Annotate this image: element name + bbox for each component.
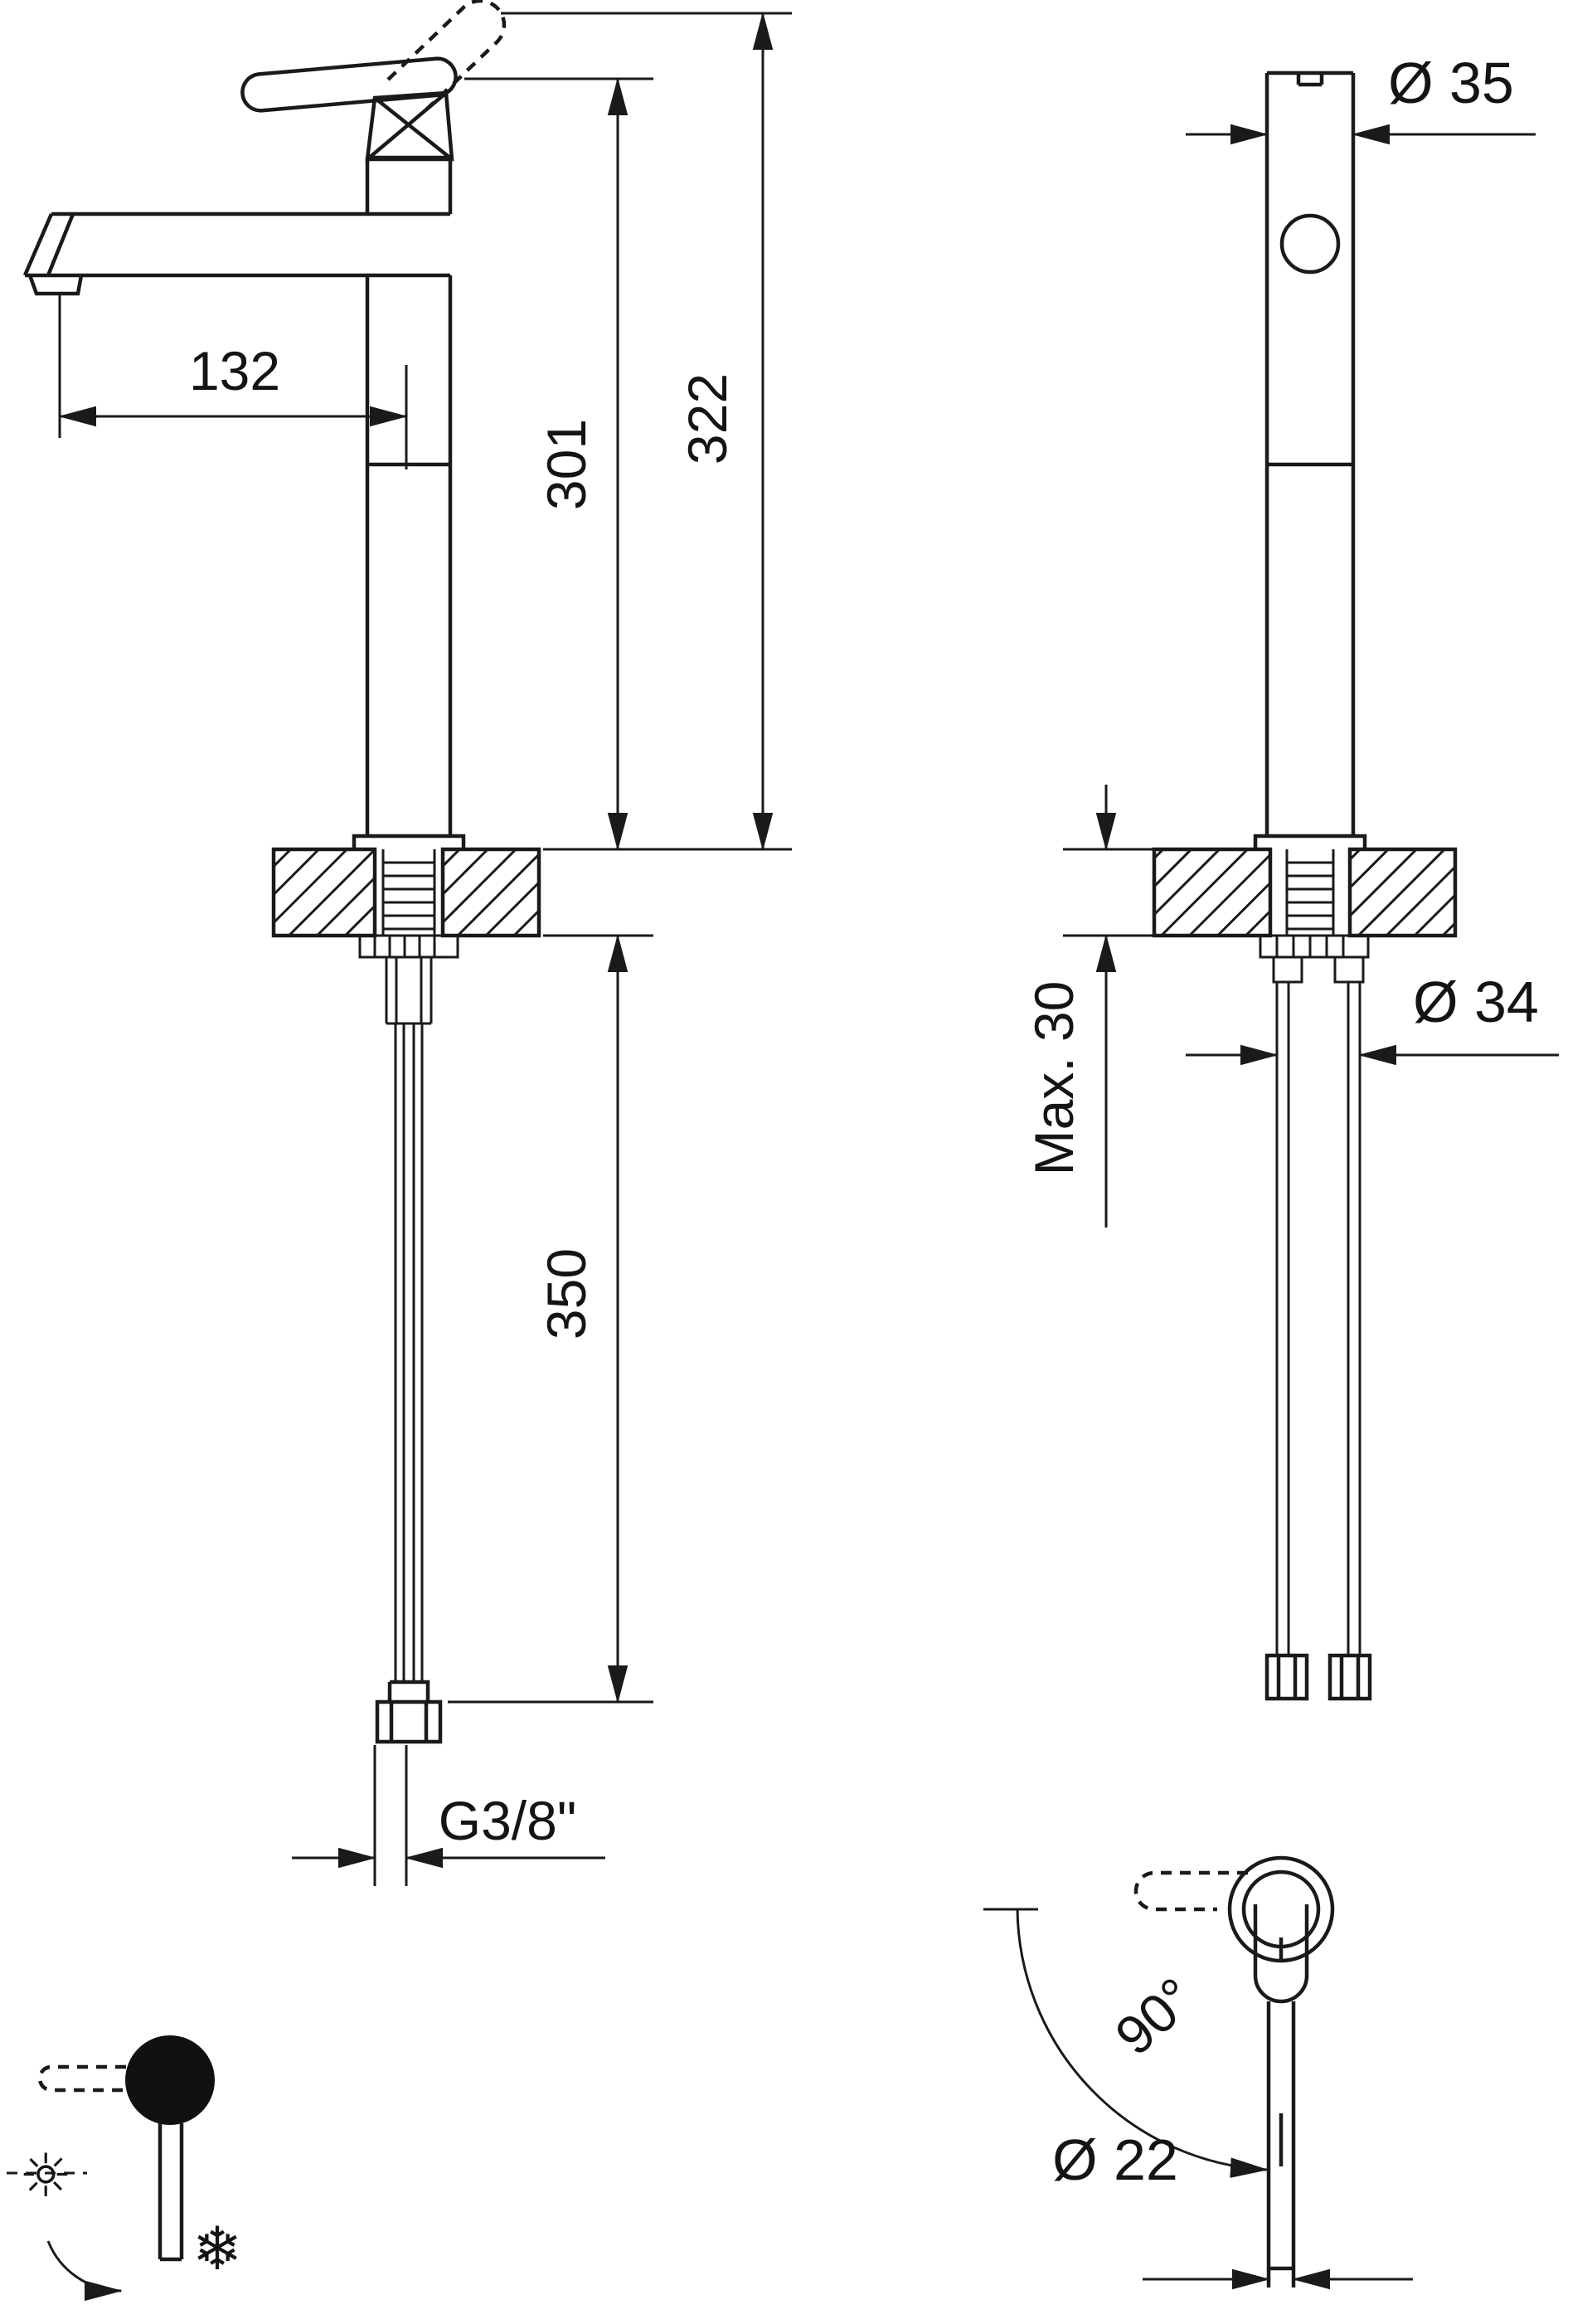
dimension-body-diameter: Ø 35: [1186, 51, 1536, 145]
cold-snowflake-icon: ❄: [192, 2214, 242, 2283]
front-view: 132 301 322 350 G3/8": [22, 0, 792, 1886]
mixer-knob: [125, 2035, 215, 2125]
side-hose-nuts: [1264, 1653, 1372, 1701]
hose-nut: [375, 1680, 443, 1744]
side-base-flange: [1253, 834, 1367, 849]
top-view: 90° Ø 22: [983, 1855, 1413, 2290]
lever-arm-top-view: [1266, 2001, 1296, 2288]
mixer-lever-dashed-position: [37, 2064, 126, 2093]
extension-lines: [464, 77, 792, 851]
base-flange: [352, 834, 466, 849]
dimension-spout-reach: 132: [58, 295, 408, 469]
dim-max-thickness-label: Max. 30: [1023, 981, 1085, 1176]
temperature-icon: ☼ ❄: [7, 2035, 242, 2302]
lever-top-view: [1253, 1904, 1309, 2004]
dimension-total-height: 322: [501, 12, 792, 851]
dim-spout-height-label: 301: [536, 419, 597, 510]
dimension-max-deck-thickness: Max. 30: [1023, 785, 1154, 1228]
dimension-thread: G3/8": [292, 1745, 605, 1886]
mounting-shank: [358, 849, 459, 1025]
dim-hose-length-label: 350: [536, 1248, 597, 1339]
supply-hose: [394, 1023, 424, 1682]
dim-body-diameter-label: Ø 35: [1388, 51, 1514, 115]
side-countertop-hatch-left: [1152, 847, 1273, 938]
handle-lever-dashed-position: [386, 0, 507, 114]
dim-spout-reach-label: 132: [189, 340, 280, 401]
extension-lines: [1063, 848, 1154, 937]
dimension-hose-length: 350: [448, 934, 653, 1704]
handle-pivot-block: [365, 90, 454, 162]
handle-lever: [240, 56, 458, 113]
extension-lines: [373, 1745, 408, 1886]
dim-handle-diameter-label: Ø 22: [1052, 2127, 1178, 2192]
countertop-hatch-right: [440, 847, 541, 938]
side-body-column: [1264, 70, 1356, 836]
side-supply-hoses: [1275, 982, 1361, 1655]
rotation-arrow: [46, 2240, 123, 2302]
hot-sun-icon: ☼: [19, 2141, 73, 2210]
dim-hole-diameter-label: Ø 34: [1413, 970, 1539, 1034]
side-view: Ø 35 Max. 30 Ø 34: [1023, 51, 1559, 1701]
countertop-hatch-left: [271, 847, 377, 938]
dimension-spout-height: 301: [464, 77, 792, 851]
dimension-hole-diameter: Ø 34: [1186, 970, 1559, 1066]
dim-thread-label: G3/8": [439, 1790, 577, 1851]
dim-swivel-angle-label: 90°: [1104, 1966, 1206, 2067]
mixer-lever: [158, 2123, 184, 2262]
side-mounting-shank: [1259, 849, 1370, 984]
faucet-body-column: [365, 155, 453, 836]
faucet-spout: [22, 211, 450, 296]
lever-dashed-90deg-position: [1133, 1870, 1248, 1912]
swivel-arc: [1016, 1908, 1269, 2178]
dim-total-height-label: 322: [677, 373, 738, 464]
side-countertop-hatch-right: [1347, 847, 1458, 938]
spout-outlet-hole: [1279, 213, 1341, 275]
dimension-handle-diameter: Ø 22: [1052, 2127, 1413, 2290]
